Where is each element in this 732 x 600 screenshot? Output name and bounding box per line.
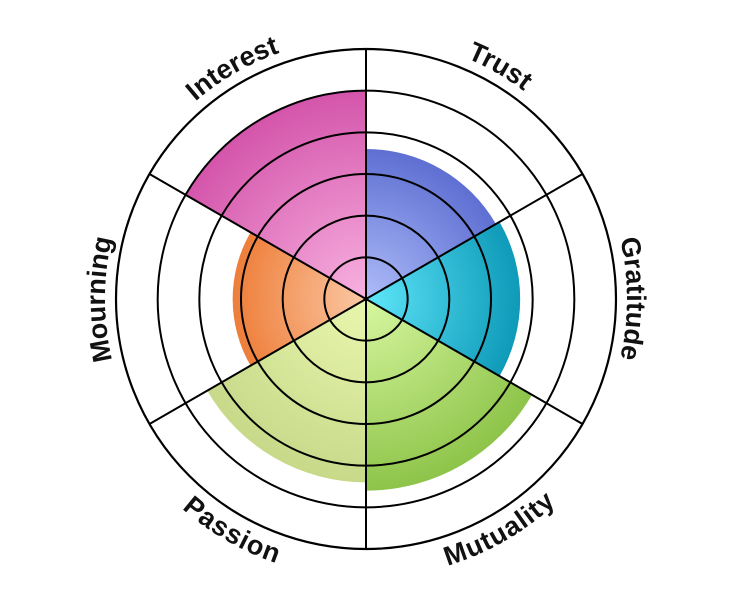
sector-gratitude bbox=[366, 221, 521, 377]
grid-spoke-1 bbox=[148, 173, 367, 300]
label-trust: Trust bbox=[464, 36, 538, 96]
label-gratitude: Gratitude bbox=[614, 234, 651, 363]
spokes-layer bbox=[148, 49, 584, 549]
label-mourning: Mourning bbox=[81, 233, 118, 365]
sectors-layer bbox=[185, 90, 532, 491]
sector-trust bbox=[366, 149, 496, 299]
sector-mourning bbox=[232, 232, 366, 366]
sector-passion bbox=[207, 299, 366, 483]
label-interest: Interest bbox=[180, 30, 282, 106]
label-mutuality: Mutuality bbox=[440, 485, 561, 572]
grid-spoke-4 bbox=[365, 298, 584, 425]
grid-spoke-6 bbox=[148, 298, 367, 425]
sector-interest bbox=[185, 90, 366, 300]
sector-mutuality bbox=[366, 299, 532, 491]
grid-spoke-3 bbox=[365, 173, 584, 300]
